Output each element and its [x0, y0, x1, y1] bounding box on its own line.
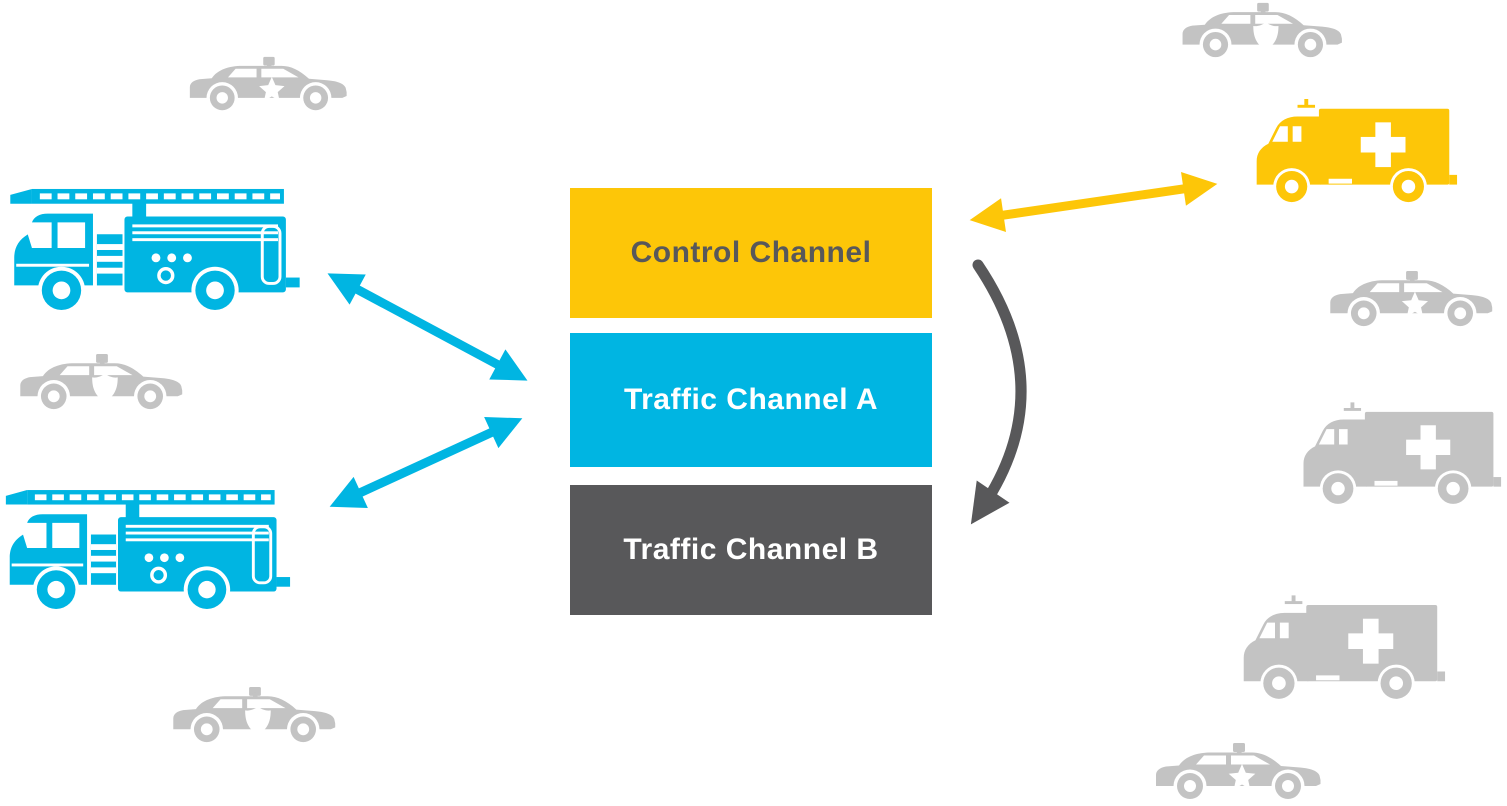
traffic-channel-b-box: Traffic Channel B	[570, 485, 932, 615]
police-car-star-icon	[1322, 268, 1500, 331]
traffic-channel-b-label: Traffic Channel B	[623, 533, 879, 566]
fire-truck-icon	[6, 187, 302, 312]
police-car-shield-icon	[165, 684, 343, 747]
fire-truck-icon	[2, 488, 292, 611]
control-channel-label: Control Channel	[630, 236, 872, 269]
police-car-star-icon	[182, 54, 354, 115]
fire-truck-2-traffic-a-double-arrow	[329, 416, 523, 509]
control-to-traffic-b-curved-arrow	[970, 259, 1027, 525]
control-channel-ambulance-double-arrow	[969, 171, 1218, 233]
ambulance-icon	[1292, 402, 1503, 508]
ambulance-icon	[1245, 99, 1459, 206]
control-channel-box: Control Channel	[570, 188, 932, 318]
traffic-channel-a-label: Traffic Channel A	[623, 383, 879, 416]
fire-truck-1-traffic-a-double-arrow	[327, 273, 528, 381]
police-car-star-icon	[1148, 740, 1328, 804]
police-car-shield-icon	[12, 351, 190, 414]
police-car-shield-icon	[1174, 0, 1350, 62]
traffic-channel-a-box: Traffic Channel A	[570, 333, 932, 467]
ambulance-icon	[1232, 595, 1447, 703]
